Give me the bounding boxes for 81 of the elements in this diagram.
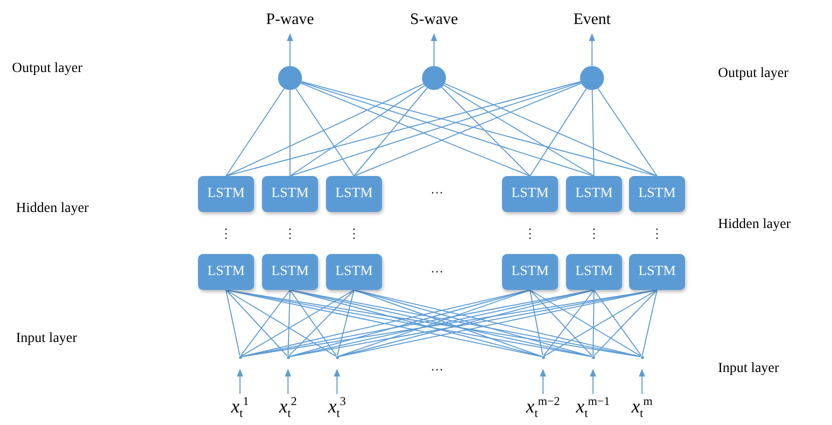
arrow	[236, 368, 244, 394]
input-junction-point	[336, 356, 338, 358]
input-junction-point	[542, 356, 544, 358]
connection-line	[592, 290, 594, 356]
layer-label: Output layer	[718, 66, 788, 82]
connection-line	[226, 290, 240, 356]
input-junction-point	[592, 356, 594, 358]
connection-line	[354, 87, 428, 176]
connection-line	[444, 83, 658, 176]
connection-line	[226, 290, 288, 356]
output-label: P-wave	[266, 11, 314, 29]
ellipsis: ⋯	[430, 264, 444, 280]
cell-label: LSTM	[207, 264, 245, 280]
vertical-ellipsis: ⋮	[348, 226, 360, 242]
connection-line	[441, 86, 530, 176]
cell-label: LSTM	[638, 186, 676, 202]
layer-label: Hidden layer	[718, 217, 791, 233]
connection-line	[530, 290, 642, 357]
connection-line	[443, 84, 594, 176]
connection-line	[226, 88, 285, 176]
vertical-ellipsis: ⋮	[650, 226, 664, 242]
input-junction-point	[238, 356, 242, 358]
arrow	[286, 33, 294, 66]
connection-line	[543, 290, 594, 356]
connection-line	[226, 81, 582, 176]
connection-line	[240, 290, 354, 357]
arrow	[590, 368, 596, 394]
connection-line	[354, 82, 582, 176]
connection-line	[597, 88, 658, 176]
vertical-ellipsis: ⋮	[284, 226, 296, 242]
layer-label: Output layer	[12, 61, 82, 77]
connection-line	[593, 290, 658, 356]
cell-label: LSTM	[207, 186, 245, 202]
arrow	[540, 368, 546, 394]
connection-line	[642, 290, 658, 356]
connection-line	[290, 290, 337, 356]
connection-line	[336, 290, 354, 356]
connection-line	[288, 290, 354, 356]
connection-line	[530, 290, 544, 356]
connection-line	[544, 290, 658, 357]
output-label: S-wave	[410, 11, 458, 29]
ellipsis: ⋯	[430, 185, 444, 201]
layer-label: Input layer	[718, 361, 780, 377]
vertical-ellipsis: ⋮	[588, 226, 600, 242]
input-junction-point	[640, 356, 644, 358]
output-neuron-circle	[278, 66, 302, 90]
arrow	[588, 33, 596, 66]
cell-label: LSTM	[511, 264, 549, 280]
connection-line	[226, 290, 336, 357]
connection-line	[288, 290, 290, 356]
arrow	[638, 368, 646, 394]
connection-line	[290, 85, 426, 176]
vertical-ellipsis: ⋮	[524, 226, 536, 242]
layer-label: Input layer	[16, 331, 78, 347]
output-neuron-circle	[422, 66, 446, 90]
connection-line	[530, 290, 593, 356]
cell-label: LSTM	[575, 186, 613, 202]
layer-label: Hidden layer	[16, 201, 89, 217]
output-label: Event	[573, 11, 611, 29]
connection-line	[530, 88, 587, 176]
connection-line	[300, 81, 658, 176]
cell-label: LSTM	[271, 186, 309, 202]
arrow	[284, 368, 292, 394]
connection-line	[300, 82, 530, 176]
cell-label: LSTM	[335, 186, 373, 202]
connection-line	[592, 90, 594, 176]
connection-line	[240, 290, 290, 356]
cell-label: LSTM	[638, 264, 676, 280]
input-junction-point	[286, 356, 290, 358]
cell-label: LSTM	[271, 264, 309, 280]
connection-line	[594, 290, 642, 356]
ellipsis: ⋯	[430, 362, 444, 378]
cell-label: LSTM	[511, 186, 549, 202]
cell-label: LSTM	[575, 264, 613, 280]
arrow	[430, 33, 438, 66]
cell-label: LSTM	[335, 264, 373, 280]
output-neuron-circle	[580, 66, 604, 90]
connection-line	[226, 83, 424, 176]
vertical-ellipsis: ⋮	[220, 226, 232, 242]
arrow	[334, 368, 340, 394]
connection-line	[295, 88, 354, 176]
